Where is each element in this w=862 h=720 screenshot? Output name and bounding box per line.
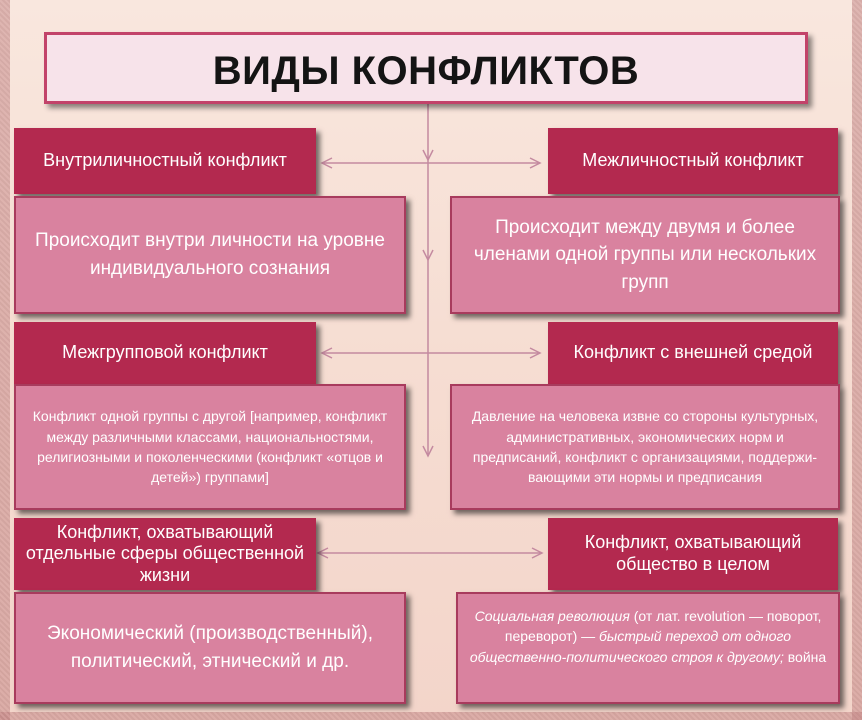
arrowhead-down-1 — [422, 149, 434, 162]
arrowhead-right-row-2 — [529, 347, 542, 359]
arrowhead-left-row-3 — [316, 547, 329, 559]
description-external-environment-conflict: Давление на человека извне со стороны ку… — [450, 384, 840, 510]
description-society-wide-conflict: Социальная революция (от лат. revolution… — [456, 592, 840, 704]
header-social-sphere-conflict: Конфликт, охватывающий отдельные сферы о… — [14, 518, 316, 590]
header-interpersonal-conflict: Межличностный конфликт — [548, 128, 838, 194]
decorative-frame-right — [852, 0, 862, 720]
title-box: ВИДЫ КОНФЛИКТОВ — [44, 32, 808, 104]
description-normal-war: война — [783, 648, 827, 665]
arrowhead-left-row-2 — [320, 347, 333, 359]
description-italic-social-revolution: Социальная революция — [474, 608, 630, 624]
description-normal-latin-origin: (от лат. revolution — поворот, переворот… — [504, 608, 822, 645]
description-interpersonal-conflict: Происходит между двумя и более членами о… — [450, 196, 840, 314]
description-italic-rapid-transition: быстрый переход от одного общественно-по… — [469, 628, 792, 665]
description-social-sphere-conflict: Экономический (производственный), полити… — [14, 592, 406, 704]
description-intrapersonal-conflict: Происходит внутри личности на уровне инд… — [14, 196, 406, 314]
arrowhead-right-row-1 — [529, 157, 542, 169]
description-intergroup-conflict: Конфликт одной группы с другой [например… — [14, 384, 406, 510]
arrowhead-down-3 — [422, 445, 434, 458]
decorative-frame-bottom — [0, 712, 862, 720]
header-external-environment-conflict: Конфликт с внешней средой — [548, 322, 838, 384]
arrowhead-left-row-1 — [320, 157, 333, 169]
header-intergroup-conflict: Межгрупповой конфликт — [14, 322, 316, 384]
header-intrapersonal-conflict: Внутриличностный конфликт — [14, 128, 316, 194]
header-society-wide-conflict: Конфликт, охватывающий общество в целом — [548, 518, 838, 590]
decorative-frame-left — [0, 0, 10, 720]
arrowhead-right-row-3 — [531, 547, 544, 559]
arrowhead-down-2 — [422, 249, 434, 262]
page-title: ВИДЫ КОНФЛИКТОВ — [212, 49, 640, 93]
